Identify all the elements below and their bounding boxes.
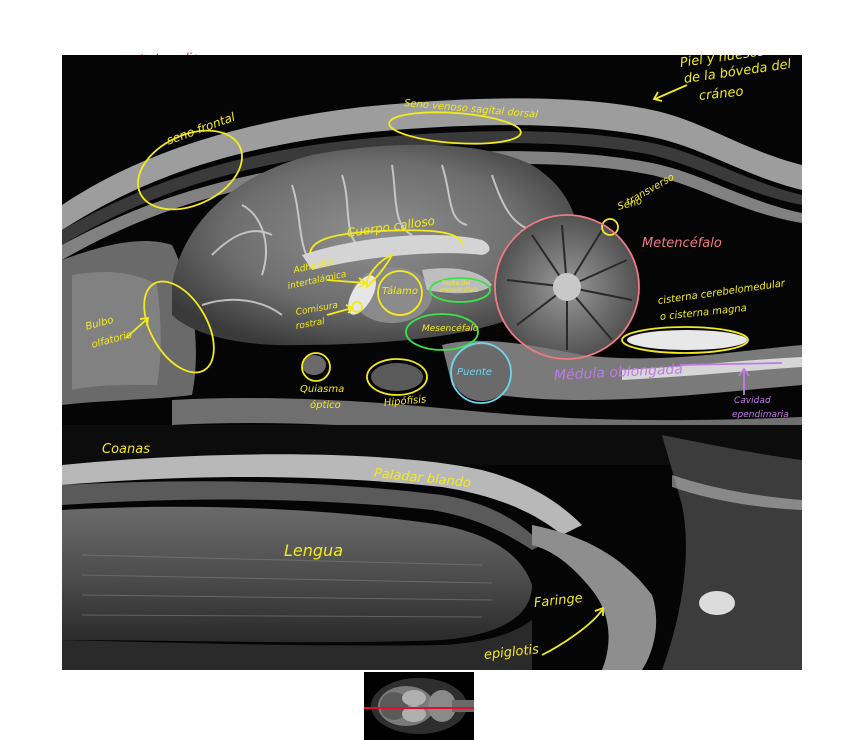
label-techo: Techo del xyxy=(442,280,471,287)
label-metencefalo: Metencéfalo xyxy=(642,236,722,251)
annot-cavidad xyxy=(679,362,783,366)
annot-mesencefalo xyxy=(405,313,479,351)
annot-cuerpo-calloso xyxy=(309,229,463,254)
annot-techo xyxy=(429,277,491,303)
annot-hipofisis xyxy=(366,358,428,396)
label-quiasma: Quiasma xyxy=(300,384,345,395)
annot-puente xyxy=(450,342,512,404)
mri-sagittal-image: Piel y huesos de la bóveda del cráneo Se… xyxy=(62,55,802,670)
annot-bulbo xyxy=(143,280,215,374)
mri-drawing xyxy=(62,84,802,670)
label-cavidad: Cavidad xyxy=(734,396,771,406)
thumbnail-dorsal-view xyxy=(364,672,474,740)
annot-talamo xyxy=(377,270,423,316)
annot-metencefalo xyxy=(494,214,640,360)
label-quiasma-2: óptico xyxy=(310,400,341,411)
thumbnail-drawing xyxy=(364,672,474,740)
arrow-cavidad xyxy=(738,367,750,395)
label-puente: Puente xyxy=(457,367,492,378)
arrow-bulbo xyxy=(125,316,150,339)
annot-quiasma xyxy=(301,352,331,382)
annot-seno-frontal xyxy=(137,129,243,211)
annot-seno-venoso xyxy=(388,111,522,145)
label-lengua: Lengua xyxy=(284,541,343,560)
arrow-faringe xyxy=(541,606,604,656)
label-cavidad-2: ependimaria xyxy=(732,410,789,420)
annot-cisterna xyxy=(621,326,749,354)
label-coanas: Coanas xyxy=(102,442,150,457)
annot-seno-transverso xyxy=(601,218,619,236)
annot-adhesion xyxy=(366,253,394,290)
label-techo-2: mesencéfalo xyxy=(440,287,479,294)
label-talamo: Tálamo xyxy=(382,286,418,297)
arrow-comisura xyxy=(326,304,355,316)
label-mesencefalo: Mesencéfalo xyxy=(422,324,479,334)
arrow-piel xyxy=(652,84,688,102)
arrow-adhesion xyxy=(326,277,368,288)
